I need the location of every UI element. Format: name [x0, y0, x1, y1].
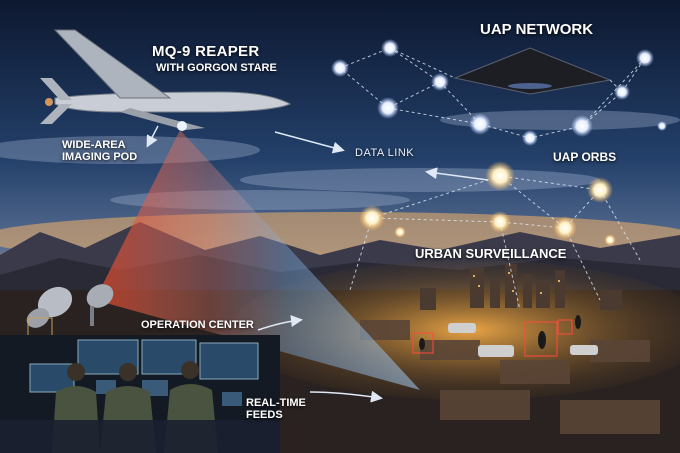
network-orbs	[331, 39, 667, 146]
urban-surveillance-label: URBAN SURVEILLANCE	[415, 246, 567, 261]
imaging-pod-label-line2: IMAGING POD	[62, 150, 138, 163]
feeds-line1: REAL-TIME	[246, 397, 306, 409]
target-boxes	[412, 319, 573, 357]
drone-subtitle: WITH GORGON STARE	[156, 62, 277, 74]
drone-icon	[40, 29, 292, 131]
drone-title: MQ-9 REAPER	[152, 43, 260, 60]
flow-arrows	[146, 125, 489, 403]
real-time-feeds-label: REAL-TIME FEEDS	[246, 397, 306, 421]
imaging-cone	[95, 130, 420, 390]
uap-network-title: UAP NETWORK	[480, 21, 594, 38]
imaging-pod-label-line1: WIDE-AREA	[62, 139, 126, 151]
feeds-line2: FEEDS	[246, 408, 283, 421]
operation-center-label: OPERATION CENTER	[141, 319, 254, 331]
data-link-label: DATA LINK	[355, 147, 415, 159]
city-buildings	[420, 264, 622, 310]
uap-orbs-label: UAP ORBS	[553, 150, 617, 164]
imaging-pod-label: WIDE-AREA IMAGING POD	[62, 139, 138, 163]
uap-orbs	[359, 161, 616, 246]
